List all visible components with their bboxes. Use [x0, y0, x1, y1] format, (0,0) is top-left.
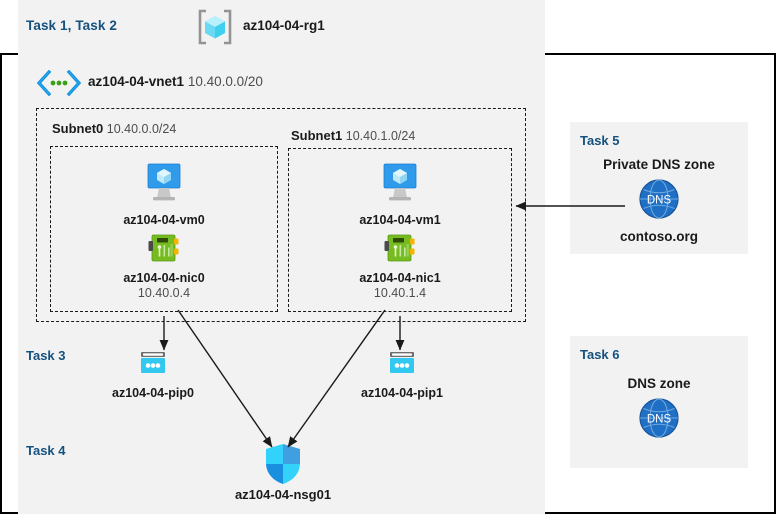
subnet1-cidr: 10.40.1.0/24 — [345, 129, 416, 143]
pip1-name: az104-04-pip1 — [361, 386, 443, 400]
subnet0-heading: Subnet0 10.40.0.0/24 — [52, 121, 176, 136]
task3-label: Task 3 — [26, 348, 66, 363]
nic1-ip: 10.40.1.4 — [373, 286, 427, 300]
task5-label: Task 5 — [580, 133, 620, 148]
dns-zone-title: DNS zone — [627, 376, 691, 391]
subnet0-cidr: 10.40.0.0/24 — [106, 122, 177, 136]
svg-text:DNS: DNS — [647, 195, 672, 207]
subnet0-boundary-box — [50, 146, 278, 312]
virtual-network-icon — [36, 69, 82, 97]
task6-label: Task 6 — [580, 347, 620, 362]
vnet-name: az104-04-vnet1 — [88, 74, 185, 89]
dns-globe-icon: DNS — [570, 176, 748, 227]
resource-node-pip1[interactable]: az104-04-pip1 — [317, 350, 487, 400]
dns-zone-node[interactable]: DNS zone DNS — [570, 376, 748, 448]
virtual-machine-icon — [84, 162, 244, 211]
public-ip-address-icon — [137, 352, 169, 382]
task4-label: Task 4 — [26, 443, 66, 458]
nic1-name: az104-04-nic1 — [359, 271, 441, 285]
subnet1-name: Subnet1 — [291, 128, 343, 143]
pip0-name: az104-04-pip0 — [112, 386, 194, 400]
subnet1-heading: Subnet1 10.40.1.0/24 — [291, 128, 415, 143]
subnet1-boundary-box — [288, 148, 512, 312]
resource-node-nic0[interactable]: az104-04-nic0 10.40.0.4 — [84, 232, 244, 300]
resource-group-cube-icon — [196, 8, 234, 46]
private-dns-zone-title: Private DNS zone — [603, 157, 715, 172]
virtual-machine-icon — [320, 162, 480, 211]
task3-panel — [18, 337, 545, 415]
nic0-ip: 10.40.0.4 — [137, 286, 191, 300]
resource-group-band-top — [18, 0, 545, 53]
vnet-label: az104-04-vnet1 10.40.0.0/20 — [88, 74, 263, 89]
network-interface-icon — [320, 232, 480, 269]
vm1-name: az104-04-vm1 — [359, 213, 441, 227]
public-ip-address-icon — [386, 352, 418, 382]
resource-node-nsg01[interactable]: az104-04-nsg01 — [198, 443, 368, 502]
resource-node-nic1[interactable]: az104-04-nic1 10.40.1.4 — [320, 232, 480, 300]
network-interface-icon — [84, 232, 244, 269]
header-task-label: Task 1, Task 2 — [26, 18, 117, 33]
vnet-cidr: 10.40.0.0/20 — [187, 74, 263, 89]
private-dns-zone-name: contoso.org — [620, 229, 698, 244]
vnet-boundary-box — [36, 108, 526, 322]
vm0-name: az104-04-vm0 — [123, 213, 205, 227]
svg-text:DNS: DNS — [647, 414, 672, 426]
nsg01-name: az104-04-nsg01 — [234, 487, 332, 502]
subnet0-name: Subnet0 — [52, 121, 104, 136]
dns-globe-icon: DNS — [570, 395, 748, 446]
resource-node-pip0[interactable]: az104-04-pip0 — [68, 350, 238, 400]
nic0-name: az104-04-nic0 — [123, 271, 205, 285]
private-dns-zone-node[interactable]: Private DNS zone DNS contoso.org — [570, 157, 748, 244]
resource-group-name: az104-04-rg1 — [243, 18, 325, 33]
resource-node-vm1[interactable]: az104-04-vm1 — [320, 162, 480, 227]
resource-node-vm0[interactable]: az104-04-vm0 — [84, 162, 244, 227]
network-security-group-shield-icon — [198, 443, 368, 485]
